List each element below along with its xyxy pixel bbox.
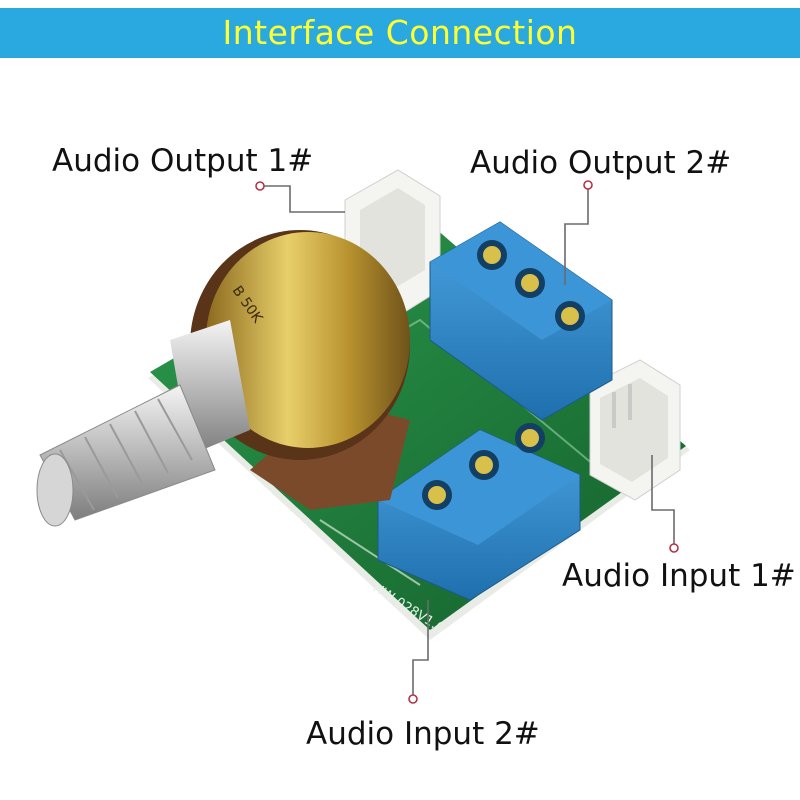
label-audio-output-1: Audio Output 1# <box>52 143 314 179</box>
page-title: Interface Connection <box>222 13 578 52</box>
callout-leaders <box>262 185 675 698</box>
callout-dots <box>255 180 679 704</box>
screw-terminal <box>477 240 585 331</box>
label-audio-output-2: Audio Output 2# <box>470 145 732 181</box>
potentiometer: B 50K <box>36 230 410 527</box>
screw-terminal <box>422 423 545 510</box>
leader-input-1 <box>651 455 675 547</box>
shaft-knurling <box>59 398 193 511</box>
connector-input-1 <box>589 359 681 501</box>
leader-output-2 <box>564 185 589 285</box>
leader-output-1 <box>262 185 345 213</box>
terminal-block-output-2 <box>429 221 613 421</box>
header-banner: Interface Connection <box>0 8 800 58</box>
leader-input-2 <box>412 600 429 698</box>
label-audio-input-2: Audio Input 2# <box>306 716 540 752</box>
label-audio-input-1: Audio Input 1# <box>562 558 796 594</box>
terminal-block-input-2 <box>377 423 581 601</box>
